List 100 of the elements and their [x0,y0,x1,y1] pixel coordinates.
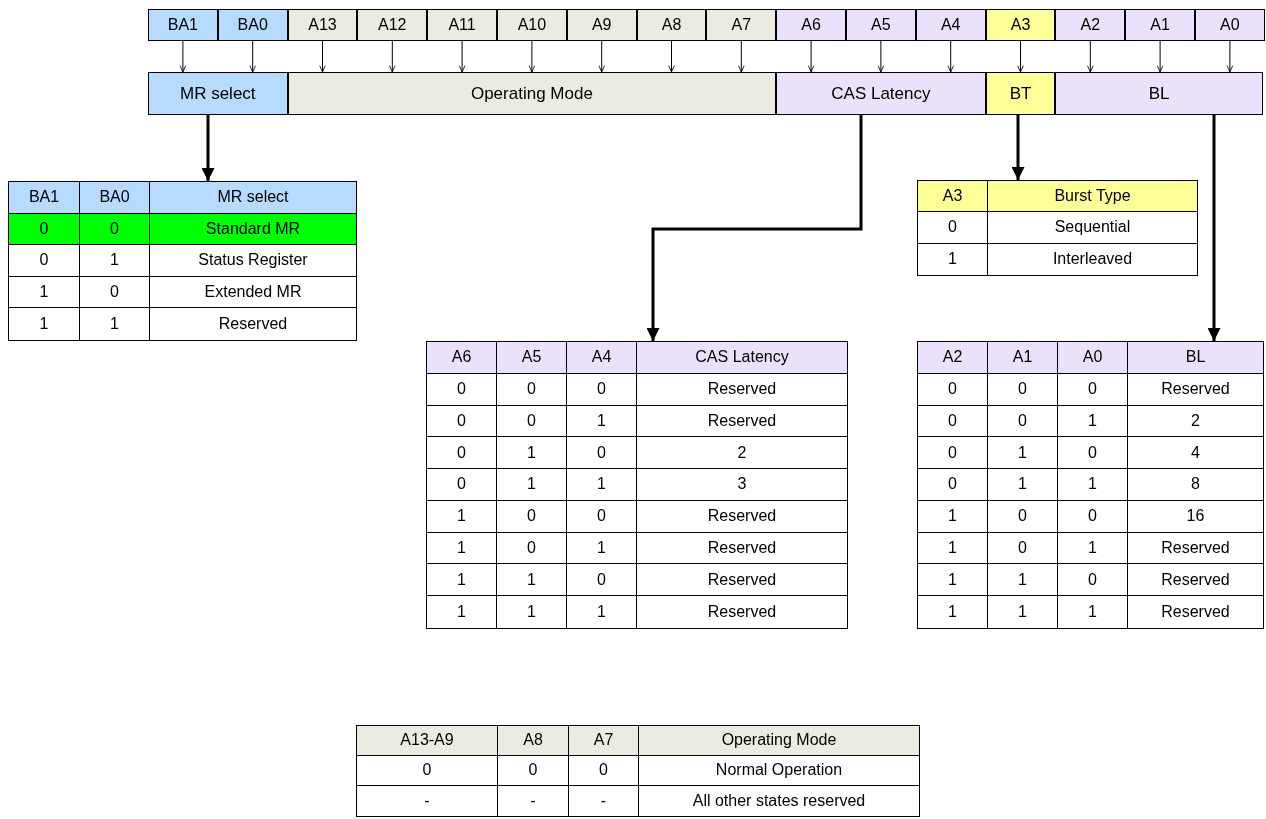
table-cell: 0 [567,564,637,597]
table-cell: 1 [1058,532,1128,565]
bit-cell: A2 [1055,9,1126,41]
arrow [249,40,256,73]
table-cell: 1 [497,469,567,501]
register-table [8,181,357,341]
table-cell: 1 [918,500,988,533]
table-cell: 0 [427,437,497,470]
table-cell: 0 [918,373,988,406]
table-cell: 1 [567,405,637,438]
table-cell: 0 [988,532,1058,565]
table-cell: 0 [9,213,80,246]
table-cell: Standard MR [150,213,356,246]
table-cell: 1 [427,532,497,565]
arrow [668,40,675,73]
arrow [947,40,954,73]
table-cell: 1 [427,500,497,533]
table-header-cell: Operating Mode [639,726,919,756]
table-cell: 0 [1058,500,1128,533]
arrow [646,115,863,341]
table-cell: 0 [918,469,988,501]
bit-cell: A9 [566,9,637,41]
table-header-cell: BA0 [80,182,150,214]
table-cell: 0 [567,373,637,406]
table-cell: 1 [918,564,988,597]
field-box: BT [985,72,1056,115]
arrow [1087,40,1094,73]
table-cell: 0 [497,532,567,565]
table-header-cell: A8 [498,726,569,756]
table-cell: 0 [1058,564,1128,597]
bit-cell: A0 [1195,9,1265,41]
bit-cell: A7 [706,9,777,41]
table-header-cell: A1 [988,342,1058,374]
arrow [598,40,605,73]
table-cell: 1 [1058,469,1128,501]
table-cell: 1 [427,564,497,597]
table-cell: 0 [988,405,1058,438]
bit-cell: A5 [846,9,916,41]
bit-cell: BA0 [217,9,288,41]
bit-cell: A1 [1125,9,1195,41]
arrow [201,115,215,181]
field-box: BL [1055,72,1263,115]
table-cell: 0 [918,212,988,244]
table-cell: 1 [497,564,567,597]
table-cell: 1 [918,532,988,565]
register-table [356,725,920,817]
table-header-cell: MR select [150,182,356,214]
table-cell: 1 [80,245,150,277]
table-cell: 0 [567,500,637,533]
table-cell: 1 [497,437,567,470]
table-cell: 1 [567,532,637,565]
bit-cell: A6 [776,9,846,41]
register-table [917,180,1198,276]
bit-cell: BA1 [148,9,218,41]
table-cell: 0 [427,469,497,501]
table-header-cell: A2 [918,342,988,374]
table-cell: 1 [988,564,1058,597]
table-header-cell: Burst Type [988,181,1197,213]
table-cell: 0 [497,405,567,438]
table-cell: 1 [567,469,637,501]
table-cell: 0 [918,437,988,470]
table-cell: 1 [1058,405,1128,438]
table-cell: 0 [9,245,80,277]
arrow [738,40,745,73]
bit-cell: A10 [497,9,567,41]
table-cell: 0 [357,755,498,786]
field-box: CAS Latency [776,72,986,115]
table-cell: 0 [497,500,567,533]
table-header-cell: A4 [567,342,637,374]
bit-cell: A3 [985,9,1056,41]
bit-cell: A8 [636,9,707,41]
arrow [1207,115,1221,341]
field-box: Operating Mode [287,72,777,115]
table-cell: 0 [988,500,1058,533]
arrow [389,40,396,73]
table-cell: 0 [567,437,637,470]
arrow [319,40,326,73]
table-cell: 0 [1058,373,1128,406]
table-header-cell: A13-A9 [357,726,498,756]
table-cell: 1 [9,276,80,309]
register-table [426,341,848,629]
arrow [1017,40,1024,73]
bit-cell: A12 [357,9,428,41]
table-cell: 1 [988,437,1058,470]
table-header-cell: A6 [427,342,497,374]
table-cell: 0 [497,373,567,406]
table-cell: 0 [427,405,497,438]
register-table [917,341,1264,629]
bit-cell: A13 [287,9,358,41]
bit-cell: A4 [915,9,986,41]
table-cell: 0 [569,755,639,786]
table-cell: 0 [498,755,569,786]
table-header-cell: A0 [1058,342,1128,374]
table-cell: 0 [80,213,150,246]
field-box: MR select [148,72,288,115]
table-header-cell: BA1 [9,182,80,214]
table-header-cell: CAS Latency [637,342,847,374]
table-cell: 0 [427,373,497,406]
arrow [1011,115,1025,180]
table-cell: 0 [1058,437,1128,470]
